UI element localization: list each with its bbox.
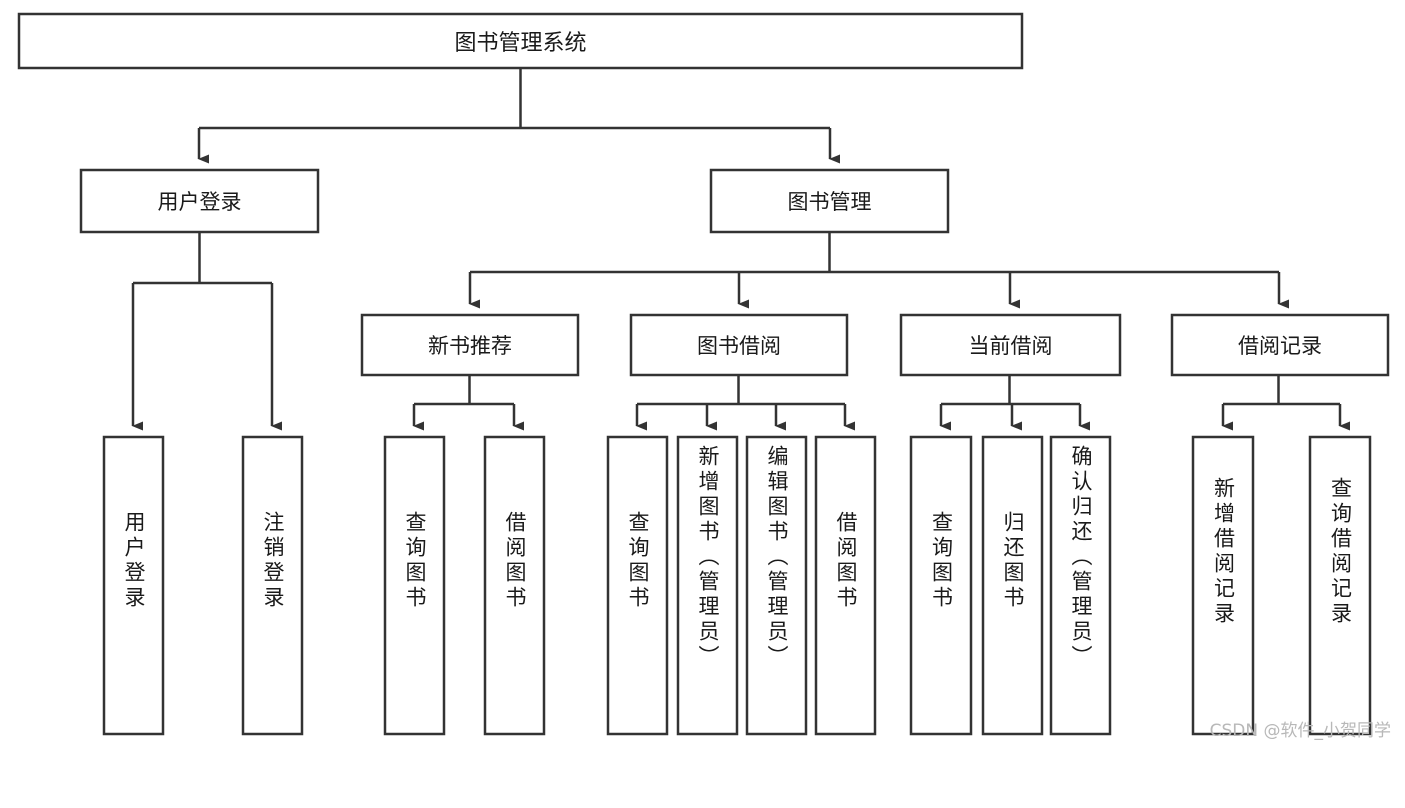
leaf-query-book-1-box[interactable] bbox=[383, 435, 446, 736]
leaf-query-book-2-box[interactable] bbox=[606, 435, 669, 736]
connector-borrow-record-to-leaves bbox=[1221, 375, 1350, 431]
node-user-login-box[interactable] bbox=[79, 168, 320, 234]
connector-user-login-to-leaves bbox=[131, 232, 282, 431]
node-new-book-recommend-box[interactable] bbox=[360, 313, 580, 377]
leaf-confirm-return-box[interactable] bbox=[1049, 435, 1112, 736]
connector-book-borrow-to-leaves bbox=[635, 375, 855, 431]
leaf-borrow-book-2-box[interactable] bbox=[814, 435, 877, 736]
node-current-borrow-box[interactable] bbox=[899, 313, 1122, 377]
node-book-management-box[interactable] bbox=[709, 168, 950, 234]
connector-new-book-recommend-to-leaves bbox=[412, 375, 524, 431]
connector-book-management-to-level3 bbox=[468, 232, 1289, 309]
leaf-add-book-box[interactable] bbox=[676, 435, 739, 736]
leaf-user-logout-box[interactable] bbox=[241, 435, 304, 736]
connector-root-to-level2 bbox=[197, 68, 840, 164]
diagram-canvas bbox=[17, 12, 1390, 736]
book-management-system-tree-diagram: 图书管理系统 用户登录 图书管理 新书推荐 图书借阅 当前借阅 借阅记录 用户登… bbox=[17, 12, 1391, 741]
node-root-box[interactable] bbox=[17, 12, 1024, 70]
leaf-borrow-book-1-box[interactable] bbox=[483, 435, 546, 736]
leaf-edit-book-box[interactable] bbox=[745, 435, 808, 736]
leaf-query-book-3-box[interactable] bbox=[909, 435, 973, 736]
leaf-return-book-box[interactable] bbox=[981, 435, 1044, 736]
node-borrow-record-box[interactable] bbox=[1170, 313, 1390, 377]
connector-current-borrow-to-leaves bbox=[939, 375, 1090, 431]
leaf-query-record-box[interactable] bbox=[1308, 435, 1372, 736]
leaf-user-login-box[interactable] bbox=[102, 435, 165, 736]
node-book-borrow-box[interactable] bbox=[629, 313, 849, 377]
leaf-add-record-box[interactable] bbox=[1191, 435, 1255, 736]
